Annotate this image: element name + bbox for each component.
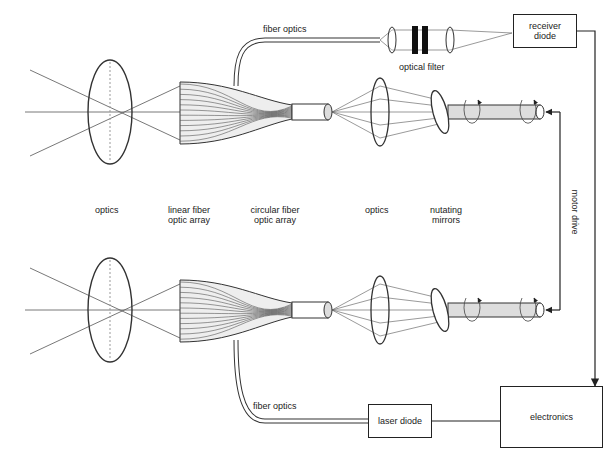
- objective-lens: [88, 258, 132, 362]
- light-ray: [30, 284, 180, 354]
- lens-axis: [110, 260, 111, 360]
- nutating-mirror: [428, 287, 453, 333]
- part-label: linear fiber optic array: [160, 205, 218, 226]
- optical-fiber: [180, 292, 292, 310]
- fiber-optic-cable: [236, 40, 380, 86]
- signal-label: motor drive: [570, 188, 580, 235]
- rotation-arrow: [520, 298, 536, 321]
- fiber-optic-cable: [236, 340, 368, 421]
- optical-fiber: [180, 308, 292, 312]
- part-label: optics: [94, 205, 120, 215]
- component-box: electronics: [500, 386, 603, 448]
- fiber-optic-cable: [236, 340, 368, 421]
- filter-lens: [388, 27, 396, 53]
- motor-drive-line: [546, 112, 560, 310]
- optical-fiber: [180, 298, 292, 311]
- rotation-arrow: [464, 100, 480, 123]
- rotation-arrow: [464, 298, 480, 321]
- part-label: optical filter: [398, 62, 446, 72]
- light-ray: [450, 33, 512, 50]
- optical-fiber: [180, 282, 292, 309]
- component-name: receiver diode: [518, 21, 572, 42]
- part-label: fiber optics: [262, 24, 308, 34]
- objective-lens: [88, 60, 132, 164]
- circular-fiber-array: [324, 104, 332, 120]
- mirror-shaft: [536, 105, 544, 119]
- optical-fiber: [180, 303, 292, 312]
- light-ray: [30, 70, 180, 140]
- mirror-shaft: [536, 303, 544, 317]
- motor-drive-line: [559, 112, 560, 310]
- component-name: laser diode: [378, 416, 422, 426]
- optical-fiber: [180, 116, 292, 136]
- optical-fiber: [180, 84, 292, 111]
- optical-fiber: [180, 100, 292, 113]
- receiver-path: [236, 26, 512, 86]
- light-ray: [392, 30, 450, 31]
- light-ray: [380, 124, 440, 138]
- light-ray: [332, 112, 380, 125]
- light-ray: [392, 50, 450, 51]
- light-ray: [332, 112, 380, 113]
- optical-filter: [412, 26, 418, 54]
- light-ray: [450, 30, 512, 33]
- nutating-mirror: [428, 89, 453, 135]
- filter-lens: [446, 27, 454, 53]
- optical-fiber: [180, 315, 292, 340]
- light-ray: [332, 297, 380, 310]
- component-box: laser diode: [368, 404, 432, 438]
- rotation-arrow: [520, 100, 536, 123]
- light-ray: [332, 310, 380, 311]
- light-ray: [380, 322, 440, 336]
- motor-drive-arrow: [546, 309, 560, 310]
- fiber-optic-cable: [236, 40, 380, 86]
- optical-fiber: [180, 105, 292, 114]
- component-box: receiver diode: [513, 14, 577, 48]
- optical-fiber: [180, 110, 292, 114]
- lens-axis: [110, 62, 111, 162]
- mirror-shaft: [448, 105, 540, 119]
- light-ray: [332, 310, 380, 323]
- light-ray: [332, 99, 380, 112]
- signal-wire: [432, 420, 500, 421]
- part-label: fiber optics: [252, 401, 298, 411]
- part-label: circular fiber optic array: [247, 205, 303, 226]
- motor-drive-arrow: [546, 111, 560, 112]
- scanner-channel: [25, 258, 544, 362]
- relay-lens: [371, 78, 389, 146]
- mirror-shaft: [448, 303, 540, 317]
- part-label: optics: [364, 205, 390, 215]
- circular-fiber-array: [292, 104, 328, 120]
- light-ray: [30, 268, 180, 338]
- component-name: electronics: [530, 412, 573, 422]
- optical-fiber: [180, 117, 292, 142]
- part-label: nutating mirrors: [418, 205, 474, 226]
- light-ray: [25, 310, 180, 311]
- light-ray: [25, 112, 180, 113]
- light-ray: [30, 86, 180, 156]
- optical-filter: [422, 26, 428, 54]
- scanner-channel: [25, 60, 544, 164]
- linear-fiber-array: [180, 280, 292, 342]
- laser-path: [236, 340, 368, 421]
- optical-fiber: [180, 314, 292, 334]
- circular-fiber-array: [324, 302, 332, 318]
- linear-fiber-array: [180, 82, 292, 144]
- circular-fiber-array: [292, 302, 328, 318]
- optical-fiber: [180, 94, 292, 112]
- relay-lens: [371, 276, 389, 344]
